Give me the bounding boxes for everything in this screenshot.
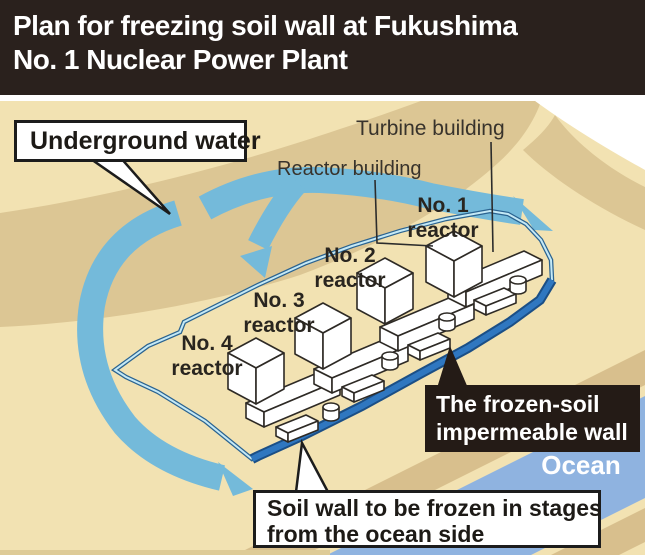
soil-wall-callout: Soil wall to be frozen in stages from th… [253, 490, 602, 548]
turbine-building-leader-line [490, 141, 494, 253]
ocean-label: Ocean [541, 450, 621, 480]
title-bar: Plan for freezing soil wall at Fukushima… [0, 0, 645, 95]
reactor-4-label-line1: No. 4 [181, 332, 233, 355]
reactor-1-label-line2: reactor [407, 219, 479, 242]
reactor-building-4 [227, 337, 285, 405]
annex-building-2 [407, 332, 451, 361]
tank-cylinder-1 [509, 275, 527, 295]
water-curve-band-icon [77, 200, 226, 491]
soil-wall-frozen-segment [250, 278, 555, 462]
frozen-wall-callout: The frozen-soil impermeable wall [425, 385, 640, 452]
reactor-building-2 [356, 257, 414, 325]
reactor-building-1 [425, 230, 483, 298]
soil-wall-line2: from the ocean side [267, 521, 485, 547]
soil-wall-line1: Soil wall to be frozen in stages [267, 495, 602, 521]
tank-cylinder-2 [438, 312, 456, 332]
reactor-3-label: No. 3 reactor [243, 288, 315, 338]
annex-building-1 [473, 287, 517, 316]
water-arrowhead-south-icon [218, 462, 253, 496]
title-line-1: Plan for freezing soil wall at Fukushima [13, 10, 518, 41]
tank-cylinder-3 [381, 351, 399, 371]
water-arrowhead-east-icon [513, 196, 553, 231]
top-gap [0, 95, 645, 101]
sky-wedge [527, 95, 645, 170]
reactor-1-label: No. 1 reactor [403, 193, 483, 243]
title-line-2: No. 1 Nuclear Power Plant [13, 44, 348, 75]
frozen-wall-pointer [437, 346, 468, 388]
soil-wall-thin-segment [113, 209, 553, 460]
frozen-wall-line2: impermeable wall [436, 419, 628, 445]
turbine-building-label: Turbine building [356, 117, 505, 140]
frozen-wall-line1: The frozen-soil [436, 391, 600, 417]
reactor-2-label-line1: No. 2 [324, 244, 376, 267]
tank-cylinder-4 [322, 402, 340, 422]
water-arrowhead-middle-icon [240, 246, 272, 278]
underground-water-label: Underground water [30, 127, 261, 155]
reactor-3-label-line2: reactor [243, 314, 315, 337]
reactor-1-label-line1: No. 1 [417, 194, 469, 217]
diagram-canvas [0, 95, 645, 555]
reactor-4-label: No. 4 reactor [170, 331, 244, 381]
water-flow-band-icon [198, 166, 524, 225]
reactor-building-label: Reactor building [277, 158, 422, 180]
diagram-area: Underground water Turbine building React… [0, 95, 645, 555]
annex-building-4 [275, 414, 319, 443]
reactor-building-leader-line [374, 179, 434, 247]
reactor-building-3 [294, 302, 352, 370]
reactor-2-label-line2: reactor [314, 269, 386, 292]
annex-building-3 [341, 374, 385, 403]
water-branch-band-icon [248, 175, 307, 250]
reactor-4-label-line2: reactor [171, 357, 243, 380]
reactor-3-label-line1: No. 3 [253, 289, 305, 312]
reactor-2-label: No. 2 reactor [313, 243, 387, 293]
hill-band-top-right [523, 115, 645, 230]
underground-water-callout: Underground water [14, 120, 261, 162]
shore-strip [0, 550, 330, 555]
